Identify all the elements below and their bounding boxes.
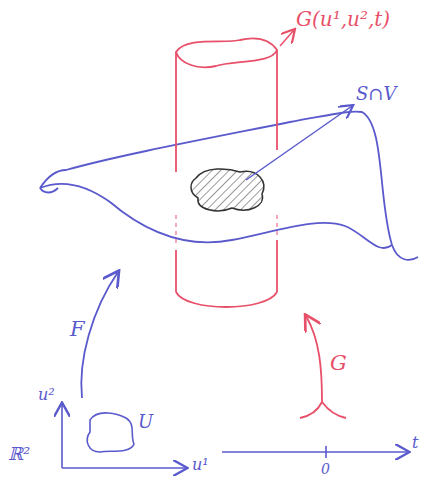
space-label: ℝ² xyxy=(8,444,30,464)
map-label: F xyxy=(70,318,85,341)
map-arrow xyxy=(300,316,346,418)
leader-line xyxy=(280,30,294,46)
region-u xyxy=(87,413,134,452)
region-label: U xyxy=(138,412,153,432)
axis-label: u¹ xyxy=(192,456,209,474)
cylinder-label: G(u¹,u²,t) xyxy=(296,8,390,30)
leader-line xyxy=(246,106,352,180)
map-label: G xyxy=(330,352,347,375)
axis-label: u² xyxy=(38,386,55,404)
cylinder xyxy=(176,38,277,307)
tick-label: 0 xyxy=(321,462,330,477)
t-axis xyxy=(222,446,408,458)
axes xyxy=(62,404,186,468)
axis-label: t xyxy=(412,434,418,452)
map-arrow xyxy=(81,272,118,398)
intersection-label: S∩V xyxy=(356,84,396,104)
surface xyxy=(40,112,418,260)
